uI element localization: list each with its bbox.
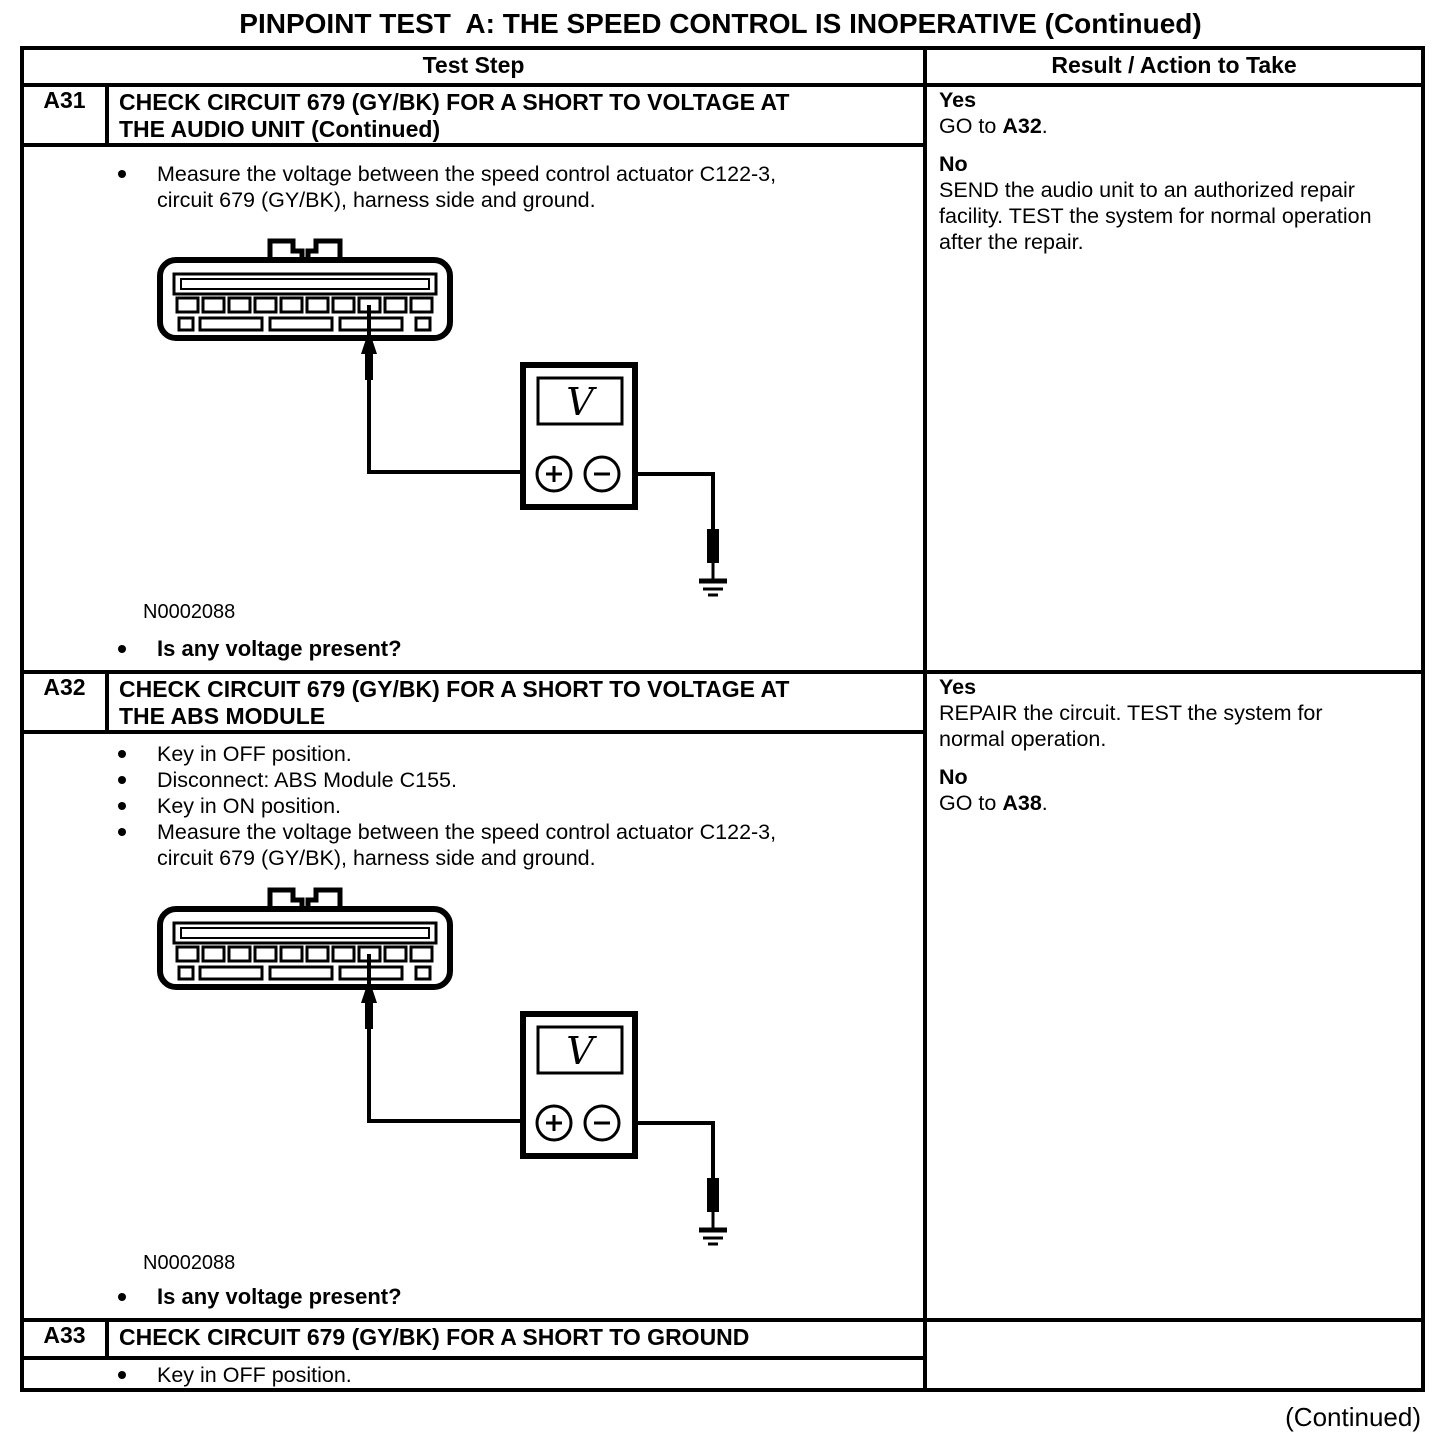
- step-id-a33: A33: [20, 1318, 109, 1360]
- result-yes-label: Yes: [939, 88, 977, 112]
- step-title-a31: CHECK CIRCUIT 679 (GY/BK) FOR A SHORT TO…: [119, 89, 790, 142]
- step-a33-title-row: A33 CHECK CIRCUIT 679 (GY/BK) FOR A SHOR…: [20, 1318, 1426, 1392]
- list-item: Key in OFF position.: [118, 1362, 352, 1388]
- page-title: PINPOINT TEST A: THE SPEED CONTROL IS IN…: [239, 8, 1202, 39]
- step-title-a32: CHECK CIRCUIT 679 (GY/BK) FOR A SHORT TO…: [119, 676, 790, 729]
- pinpoint-test-table: Test Step Result / Action to Take A31 CH…: [19, 46, 1426, 1392]
- step-id-a31: A31: [20, 83, 109, 147]
- step-body-cell-a31: Measure the voltage between the speed co…: [19, 143, 928, 674]
- list-item: Measure the voltage between the speed co…: [118, 819, 797, 871]
- table-header-row: Test Step Result / Action to Take: [19, 46, 1426, 87]
- step-a31-title-row: A31 CHECK CIRCUIT 679 (GY/BK) FOR A SHOR…: [20, 83, 1426, 674]
- goto-target: A32: [1002, 114, 1042, 138]
- step-a31-body-row: Measure the voltage between the speed co…: [19, 143, 1423, 674]
- question-text: Is any voltage present?: [157, 1284, 402, 1309]
- bullet-text: Key in OFF position.: [157, 742, 352, 766]
- result-no-block: No GO to A38.: [939, 764, 1419, 816]
- bullet-text: Measure the voltage between the speed co…: [157, 820, 777, 870]
- goto-target: A38: [1002, 791, 1042, 815]
- col-header-test-step: Test Step: [19, 46, 928, 87]
- result-no-block: No SEND the audio unit to an authorized …: [939, 151, 1419, 255]
- bullet-icon: [118, 802, 126, 810]
- step-title-cell-a33: CHECK CIRCUIT 679 (GY/BK) FOR A SHORT TO…: [104, 1318, 928, 1360]
- step-body-cell-a32: Key in OFF position. Disconnect: ABS Mod…: [19, 730, 928, 1322]
- list-item: Measure the voltage between the speed co…: [118, 161, 797, 213]
- result-yes-text: GO to A32.: [939, 114, 1048, 138]
- list-item: Key in ON position.: [118, 793, 341, 819]
- step-title-cell-a32: CHECK CIRCUIT 679 (GY/BK) FOR A SHORT TO…: [104, 670, 928, 734]
- question-text: Is any voltage present?: [157, 636, 402, 661]
- question-item: Is any voltage present?: [118, 1284, 402, 1310]
- step-a33-body-row: Key in OFF position.: [19, 1356, 1423, 1392]
- result-yes-text: REPAIR the circuit. TEST the system for …: [939, 701, 1323, 751]
- step-id-a32: A32: [20, 670, 109, 734]
- connector-voltmeter-diagram: [150, 881, 750, 1253]
- step-body-cell-a33: Key in OFF position.: [19, 1356, 928, 1392]
- bullet-icon: [118, 170, 126, 178]
- step-title-a33: CHECK CIRCUIT 679 (GY/BK) FOR A SHORT TO…: [119, 1324, 750, 1350]
- result-cell-a32: Yes REPAIR the circuit. TEST the system …: [923, 670, 1426, 1322]
- bullet-icon: [118, 1371, 126, 1379]
- bullet-icon: [118, 1293, 126, 1301]
- bullet-text: Key in ON position.: [157, 794, 342, 818]
- result-yes-block: Yes GO to A32.: [939, 87, 1419, 139]
- step-a32-body-row: Key in OFF position. Disconnect: ABS Mod…: [19, 730, 1423, 1322]
- bullet-icon: [118, 750, 126, 758]
- result-cell-a31: Yes GO to A32. No SEND the audio unit to…: [923, 83, 1426, 674]
- result-no-text: GO to A38.: [939, 791, 1048, 815]
- result-yes-block: Yes REPAIR the circuit. TEST the system …: [939, 674, 1419, 752]
- col-header-result: Result / Action to Take: [923, 46, 1426, 87]
- step-a32-title-row: A32 CHECK CIRCUIT 679 (GY/BK) FOR A SHOR…: [20, 670, 1426, 1322]
- step-title-cell-a31: CHECK CIRCUIT 679 (GY/BK) FOR A SHORT TO…: [104, 83, 928, 147]
- result-cell-a33: [923, 1318, 1426, 1392]
- bullet-icon: [118, 645, 126, 653]
- bullet-text: Key in OFF position.: [157, 1363, 352, 1387]
- connector-voltmeter-diagram: V: [150, 232, 750, 604]
- question-item: Is any voltage present?: [118, 636, 402, 662]
- continued-note: (Continued): [1285, 1402, 1421, 1432]
- bullet-icon: [118, 776, 126, 784]
- figure-label: N0002088: [143, 1252, 236, 1274]
- list-item: Disconnect: ABS Module C155.: [118, 767, 457, 793]
- bullet-text: Disconnect: ABS Module C155.: [157, 768, 457, 792]
- bullet-text: Measure the voltage between the speed co…: [157, 162, 777, 212]
- result-no-label: No: [939, 152, 968, 176]
- result-yes-label: Yes: [939, 675, 977, 699]
- figure-label: N0002088: [143, 601, 236, 623]
- result-no-text: SEND the audio unit to an authorized rep…: [939, 178, 1372, 254]
- bullet-icon: [118, 828, 126, 836]
- list-item: Key in OFF position.: [118, 741, 352, 767]
- result-no-label: No: [939, 765, 968, 789]
